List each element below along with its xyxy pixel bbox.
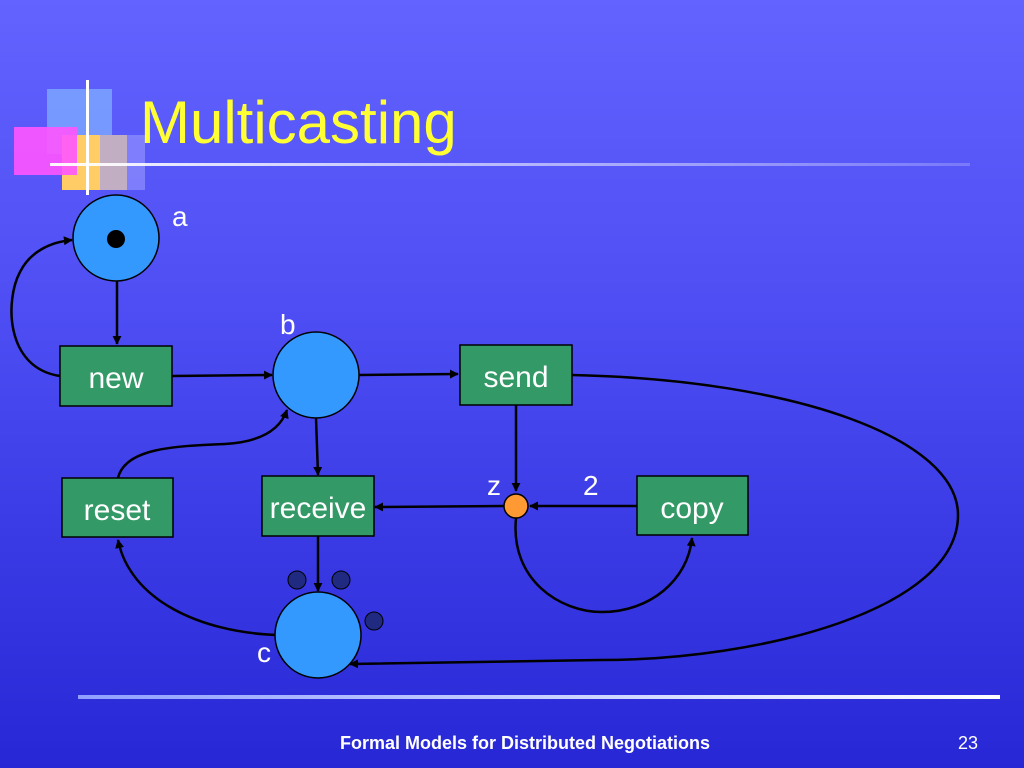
arc-z-copy: [514, 517, 696, 614]
place-label-a: a: [172, 201, 188, 232]
page-number: 23: [958, 733, 979, 753]
token-a: [107, 230, 125, 248]
place-label-c: c: [257, 637, 271, 668]
place-z: [503, 493, 529, 519]
title-decoration: [0, 0, 150, 200]
deco-square-magenta: [14, 127, 77, 175]
arc-new-a: [10, 236, 73, 378]
transition-label-receive: receive: [270, 492, 367, 525]
title-rule: [50, 163, 970, 166]
arc-weight-label: 2: [583, 470, 599, 501]
arc-reset-b: [116, 409, 289, 479]
deco-line-vertical: [86, 80, 89, 195]
transition-label-new: new: [88, 362, 143, 395]
transition-label-send: send: [483, 361, 548, 394]
transition-label-reset: reset: [84, 494, 151, 527]
place-labels: a b c z 2: [172, 201, 599, 668]
footer-rule: [78, 695, 1000, 699]
transition-copy: [636, 475, 749, 536]
transition-reset: [61, 477, 174, 538]
arc-new-b: [171, 370, 273, 380]
transition-label-copy: copy: [660, 492, 723, 525]
transition-receive: [261, 475, 375, 537]
transitions: new send reset receive copy: [59, 344, 749, 538]
arcs: [10, 236, 960, 669]
places: [72, 194, 529, 679]
token-c-1: [287, 570, 307, 590]
place-b: [272, 331, 360, 419]
token-c-3: [364, 611, 384, 631]
arc-b-receive: [313, 417, 323, 476]
place-c: [274, 591, 362, 679]
place-label-z: z: [487, 470, 501, 501]
slide-title: Multicasting: [140, 89, 457, 156]
arc-z-receive: [374, 502, 505, 512]
token-c-2: [331, 570, 351, 590]
arc-c-reset: [115, 539, 277, 637]
footer-text: Formal Models for Distributed Negotiatio…: [339, 733, 711, 753]
transition-send: [459, 344, 573, 406]
arc-send-c: [349, 373, 960, 669]
transition-new: [59, 345, 173, 407]
place-label-b: b: [280, 309, 296, 340]
arc-b-send: [358, 369, 459, 379]
deco-square-faint: [100, 135, 145, 190]
